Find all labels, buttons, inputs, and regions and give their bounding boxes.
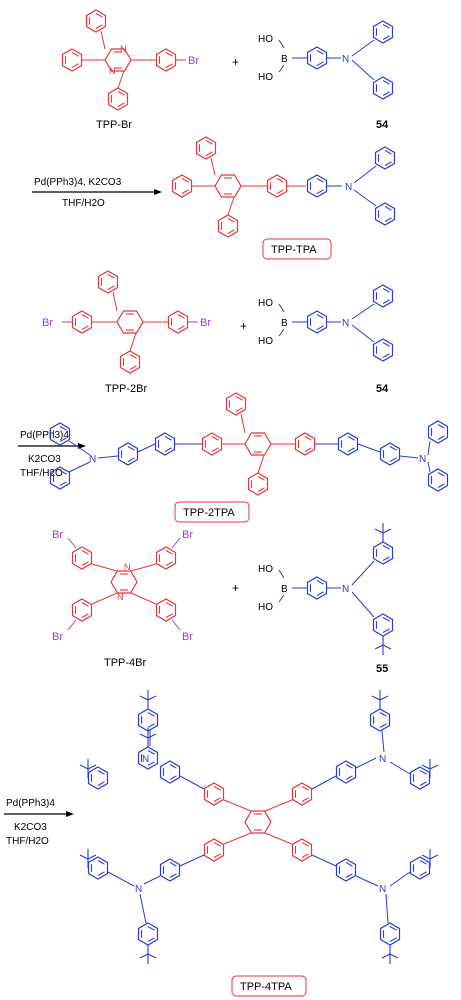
tpp-4tpa-label-box	[231, 975, 307, 997]
tpp-2br-bromine-right: Br	[200, 317, 211, 329]
tpp-tpa-structure	[171, 136, 396, 238]
tpp-4tpa-n-ll: N	[135, 884, 142, 895]
tpp-2tpa-structure	[49, 392, 449, 496]
tpp-4br-bromine-bl: Br	[52, 631, 63, 643]
tpp-4tpa-n-ul: N	[142, 754, 149, 765]
conditions-3-line3: THF/H2O	[6, 836, 49, 847]
arrowhead-3	[66, 811, 74, 817]
boronic-acid-55-structure	[278, 522, 394, 656]
tpp-tpa-label: TPP-TPA	[271, 244, 317, 256]
conditions-2-line3: THF/H2O	[20, 468, 63, 479]
conditions-3-line1: Pd(PPh3)4	[6, 798, 55, 809]
n-atom-label-2: N	[342, 318, 349, 329]
tpp-2br-label: TPP-2Br	[105, 383, 148, 395]
tpp-br-structure	[61, 9, 186, 111]
conditions-1-bottom: THF/H2O	[62, 198, 105, 209]
conditions-1-top: Pd(PPh3)4, K2CO3	[34, 177, 122, 188]
tpp-2tpa-n-right: N	[419, 454, 426, 465]
tpp-4tpa-n-ur: N	[379, 754, 386, 765]
ho-label-top-3: HO	[258, 564, 273, 575]
n-atom-label: N	[342, 54, 349, 65]
tpp-4br-structure	[67, 537, 181, 631]
tpp-2tpa-label: TPP-2TPA	[183, 507, 235, 519]
pyrazine-n-1: N	[120, 44, 127, 54]
compound-54-label-2: 54	[376, 383, 389, 395]
bromine-label: Br	[188, 55, 199, 67]
boronic-acid-54-structure-2	[278, 284, 394, 362]
arrowhead-1	[154, 189, 162, 195]
plus-sign-3: +	[232, 581, 239, 595]
ho-label-top-2: HO	[258, 298, 273, 309]
tpp-2tpa-n-left: N	[89, 454, 96, 465]
ho-label-bottom-2: HO	[258, 336, 273, 347]
pyrazine-n-2: N	[109, 66, 116, 76]
arrowhead-2	[78, 443, 86, 449]
tpp-br-label: TPP-Br	[96, 119, 132, 131]
tpp-4tpa-n-lr: N	[379, 884, 386, 895]
tpp-2br-bromine-left: Br	[42, 317, 53, 329]
conditions-3-line2: K2CO3	[14, 822, 47, 833]
conditions-2-line1: Pd(PPh3)4	[20, 430, 69, 441]
tpp-tpa-label-box	[262, 238, 332, 260]
plus-sign-1: +	[232, 55, 239, 69]
tpp-2br-structure	[62, 270, 198, 374]
conditions-2-line2: K2CO3	[28, 454, 61, 465]
pyrazine-n-4br-1: N	[124, 562, 131, 572]
b-atom-label: B	[281, 54, 288, 65]
tpp-2tpa-label-box	[174, 501, 250, 523]
b-atom-label-2: B	[281, 318, 288, 329]
tpp-4br-bromine-tr: Br	[182, 529, 193, 541]
ho-label-bottom-3: HO	[258, 602, 273, 613]
ho-label-top: HO	[258, 34, 273, 45]
pyrazine-n-4br-2: N	[117, 592, 124, 602]
ho-label-bottom: HO	[258, 72, 273, 83]
tpp-4tpa-label: TPP-4TPA	[240, 981, 292, 993]
n-atom-label-3: N	[342, 584, 349, 595]
compound-55-label: 55	[376, 663, 388, 675]
boronic-acid-54-structure	[278, 20, 394, 100]
b-atom-label-3: B	[281, 584, 288, 595]
plus-sign-2: +	[240, 319, 247, 333]
tpp-4tpa-structure	[79, 689, 439, 965]
tpp-4br-bromine-tl: Br	[52, 529, 63, 541]
compound-54-label: 54	[376, 119, 389, 131]
tpp-4br-label: TPP-4Br	[104, 657, 147, 669]
tpp-tpa-n-atom: N	[345, 182, 352, 193]
tpp-4br-bromine-br: Br	[182, 631, 193, 643]
